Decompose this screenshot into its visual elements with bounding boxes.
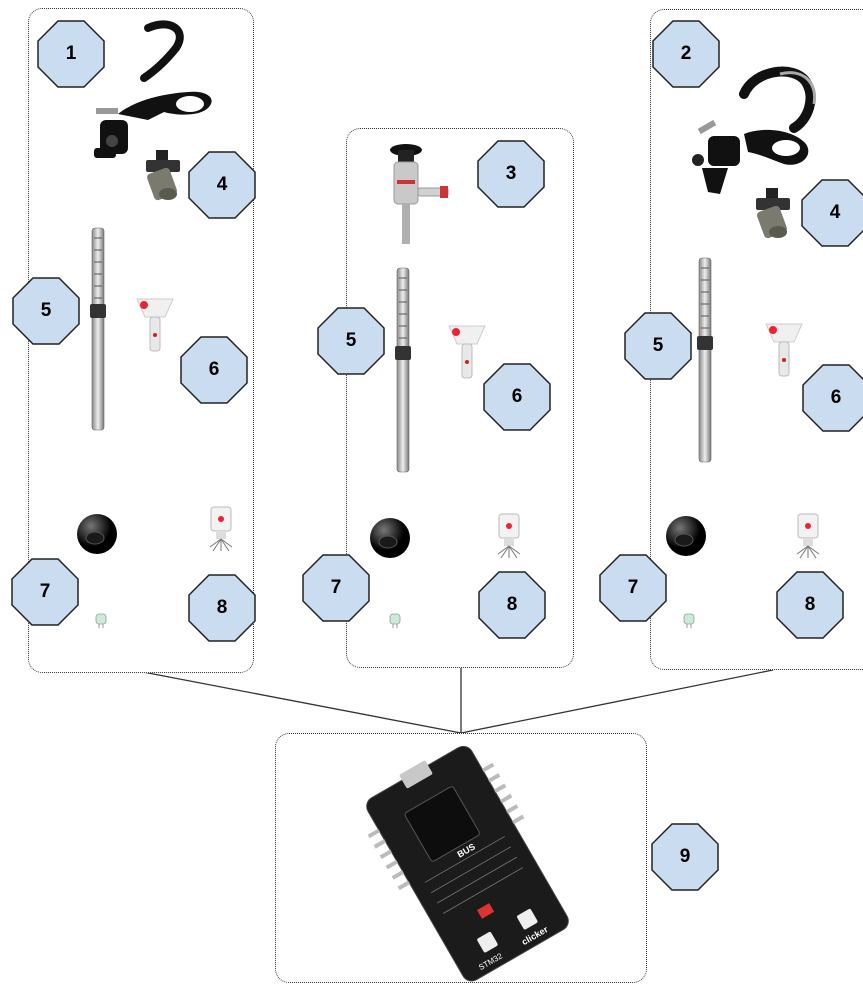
- pressure-sensor-icon: [138, 148, 188, 202]
- badge-8-right: 8: [775, 570, 845, 640]
- endoscope-icon: [382, 140, 452, 246]
- led-icon: [682, 612, 696, 628]
- badge-1: 1: [36, 19, 106, 89]
- badge-7-right: 7: [598, 553, 668, 623]
- led-icon: [94, 612, 108, 628]
- badge-5-left: 5: [11, 276, 81, 346]
- ball-knob-icon: [664, 514, 708, 558]
- badge-7-left: 7: [10, 557, 80, 627]
- badge-2: 2: [651, 19, 721, 89]
- led-icon: [388, 612, 402, 628]
- connector-line-right: [461, 670, 773, 733]
- microcontroller-board-icon: BUS STM32 clicker: [340, 748, 600, 978]
- pressure-sensor-icon: [748, 186, 798, 240]
- vibration-motor-icon: [204, 505, 238, 553]
- badge-6-left: 6: [179, 335, 249, 405]
- tube-shaft-icon: [696, 258, 714, 462]
- connector-line-left: [143, 672, 461, 733]
- tube-shaft-icon: [394, 268, 412, 472]
- badge-5-center: 5: [316, 306, 386, 376]
- badge-9: 9: [650, 822, 720, 892]
- tube-shaft-icon: [89, 228, 107, 430]
- badge-7-center: 7: [301, 553, 371, 623]
- ball-knob-icon: [75, 512, 119, 556]
- badge-5-right: 5: [623, 311, 693, 381]
- badge-8-left: 8: [187, 573, 257, 643]
- joystick-sensor-icon: [764, 320, 804, 380]
- badge-6-center: 6: [482, 362, 552, 432]
- joystick-sensor-icon: [135, 295, 175, 355]
- badge-3: 3: [476, 139, 546, 209]
- badge-4-right: 4: [800, 178, 863, 248]
- badge-6-right: 6: [801, 363, 863, 433]
- badge-8-center: 8: [477, 570, 547, 640]
- ball-knob-icon: [368, 516, 412, 560]
- joystick-sensor-icon: [447, 322, 487, 382]
- vibration-motor-icon: [492, 512, 526, 560]
- vibration-motor-icon: [791, 512, 825, 560]
- badge-4-left: 4: [187, 150, 257, 220]
